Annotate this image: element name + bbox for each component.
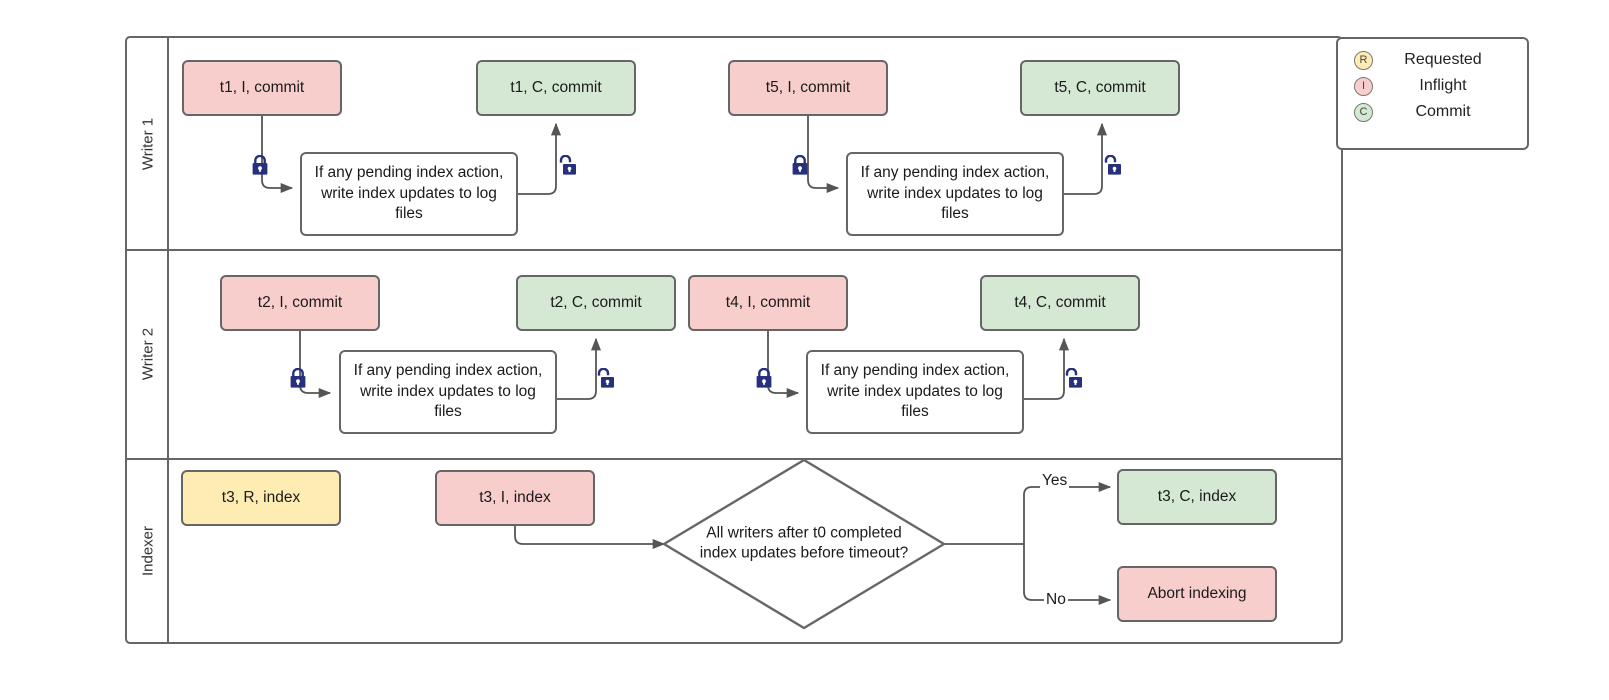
legend-label-commit: Commit <box>1415 103 1471 120</box>
node-w2-t2-inflight[interactable]: t2, I, commit <box>220 275 380 331</box>
lane-label-column <box>127 38 169 642</box>
legend-item-requested: R Requested <box>1354 47 1517 73</box>
legend-label-inflight: Inflight <box>1419 77 1467 94</box>
legend-panel: R Requested I Inflight C Commit <box>1336 37 1529 150</box>
node-indexer-decision[interactable]: All writers after t0 completed index upd… <box>664 460 944 628</box>
node-w2-process-a[interactable]: If any pending index action, write index… <box>339 350 557 434</box>
node-indexer-t3-requested[interactable]: t3, R, index <box>181 470 341 526</box>
node-w2-t4-inflight[interactable]: t4, I, commit <box>688 275 848 331</box>
unlocked-padlock-icon <box>1104 155 1121 175</box>
node-w1-t1-commit[interactable]: t1, C, commit <box>476 60 636 116</box>
locked-padlock-icon <box>290 368 306 388</box>
node-w2-t2-commit[interactable]: t2, C, commit <box>516 275 676 331</box>
edge-label-yes: Yes <box>1040 472 1070 490</box>
commit-state-icon: C <box>1354 102 1373 122</box>
lane-separator-1 <box>127 249 1341 251</box>
locked-padlock-icon <box>252 155 268 175</box>
node-w1-t5-commit[interactable]: t5, C, commit <box>1020 60 1180 116</box>
node-w2-process-b[interactable]: If any pending index action, write index… <box>806 350 1024 434</box>
lane-label-writer-2: Writer 2 <box>139 327 157 380</box>
node-w1-t1-inflight[interactable]: t1, I, commit <box>182 60 342 116</box>
node-w1-process-a[interactable]: If any pending index action, write index… <box>300 152 518 236</box>
node-indexer-abort[interactable]: Abort indexing <box>1117 566 1277 622</box>
requested-state-icon: R <box>1354 50 1373 70</box>
unlocked-padlock-icon <box>597 368 614 388</box>
locked-padlock-icon <box>756 368 772 388</box>
unlocked-padlock-icon <box>1065 368 1082 388</box>
node-w1-process-b[interactable]: If any pending index action, write index… <box>846 152 1064 236</box>
node-indexer-t3-inflight[interactable]: t3, I, index <box>435 470 595 526</box>
edge-label-no: No <box>1044 591 1068 609</box>
unlocked-padlock-icon <box>559 155 576 175</box>
node-w2-t4-commit[interactable]: t4, C, commit <box>980 275 1140 331</box>
legend-item-inflight: I Inflight <box>1354 73 1517 99</box>
node-indexer-t3-commit[interactable]: t3, C, index <box>1117 469 1277 525</box>
locked-padlock-icon <box>792 155 808 175</box>
decision-label: All writers after t0 completed index upd… <box>699 524 909 562</box>
node-w1-t5-inflight[interactable]: t5, I, commit <box>728 60 888 116</box>
legend-item-commit: C Commit <box>1354 99 1517 125</box>
lane-label-writer-1: Writer 1 <box>139 117 157 170</box>
legend-label-requested: Requested <box>1404 51 1482 68</box>
inflight-state-icon: I <box>1354 76 1373 96</box>
lane-label-indexer: Indexer <box>139 525 157 577</box>
